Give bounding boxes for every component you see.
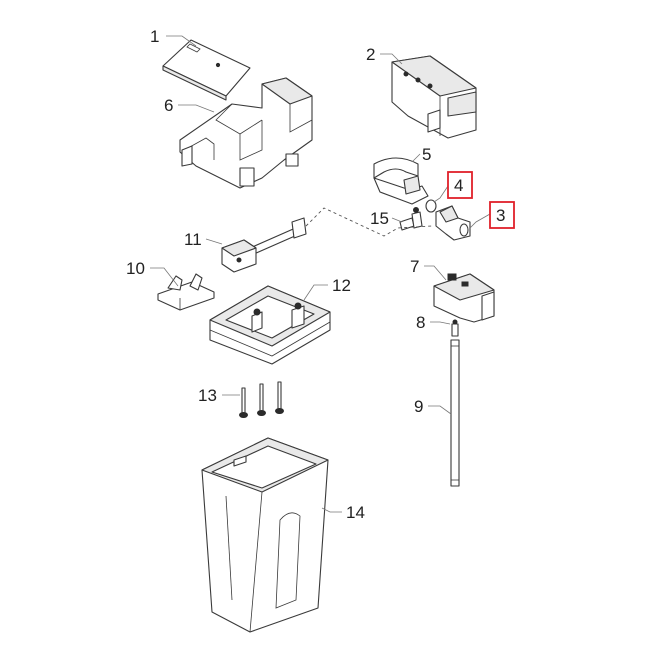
callout-9: 9 [414,397,423,416]
part-14-tank[interactable] [201,437,329,633]
part-4-o-ring[interactable] [425,199,437,213]
callout-1: 1 [150,27,159,46]
callout-3: 3 [496,206,505,225]
part-3-elbow-fitting[interactable] [435,205,471,241]
leader-lines [150,35,491,513]
part-7-control-block[interactable] [433,273,495,323]
part-6-housing[interactable] [179,77,313,189]
connection-line-11-to-15 [305,207,433,237]
highlight-box-3 [489,201,515,229]
part-2-cover[interactable] [391,55,477,139]
part-8-tube-connector[interactable] [451,319,459,337]
callout-6: 6 [164,96,173,115]
part-12-base-tray[interactable] [209,285,331,365]
callout-13: 13 [198,386,217,405]
callout-7: 7 [410,257,419,276]
part-13-screws[interactable] [239,381,284,418]
part-9-level-tube[interactable] [450,339,460,487]
callout-10: 10 [126,259,145,278]
callout-14: 14 [346,503,365,522]
part-10-bracket[interactable] [157,273,215,311]
part-1-lid[interactable] [162,39,251,101]
callout-8: 8 [416,313,425,332]
part-11-dip-tube[interactable] [221,217,307,273]
part-5-valve-clip[interactable] [373,157,429,205]
callout-5: 5 [422,145,431,164]
callout-2: 2 [366,45,375,64]
callout-4: 4 [454,176,463,195]
callout-12: 12 [332,276,351,295]
highlight-box-4 [447,171,473,199]
callout-15: 15 [370,209,389,228]
callout-11: 11 [184,230,202,249]
